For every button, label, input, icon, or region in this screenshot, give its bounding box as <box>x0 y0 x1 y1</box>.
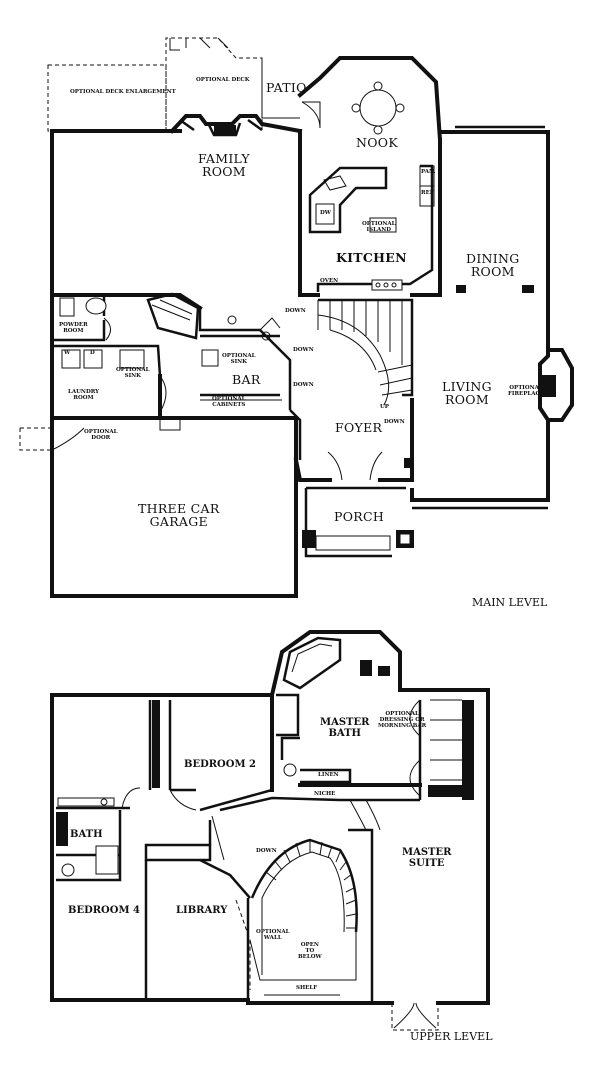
laundry-room-label: LAUNDRY ROOM <box>68 389 100 401</box>
three-car-garage-label: THREE CAR GARAGE <box>138 501 220 530</box>
upper-level-title: UPPER LEVEL <box>410 1030 493 1043</box>
bedroom-2-label: BEDROOM 2 <box>184 759 256 770</box>
tub-icon <box>282 636 342 690</box>
optional-fireplace-bump <box>538 348 574 422</box>
powder-sink-icon <box>85 297 107 315</box>
family-room-bay-wall <box>169 114 303 134</box>
nook-table-icon <box>359 89 397 127</box>
nook-label: NOOK <box>356 135 398 150</box>
open-to-below-label: OPEN TO BELOW <box>298 942 322 960</box>
main-stair-outline <box>318 298 414 397</box>
foyer-label: FOYER <box>335 420 383 435</box>
stair-down-label-1: DOWN <box>285 308 306 314</box>
toilet-icon <box>59 297 75 317</box>
oven-label: OVEN <box>320 278 339 284</box>
master-suite-east-wall <box>398 688 490 1002</box>
optional-fireplace-label: OPTIONAL FIREPLACE <box>508 385 545 397</box>
optional-door-outline <box>19 427 52 451</box>
upper-stair-down-label: DOWN <box>256 848 277 854</box>
optional-deck-enlargement-label: OPTIONAL DECK ENLARGEMENT <box>70 89 176 95</box>
optional-cabinets-label: OPTIONAL CABINETS <box>212 396 246 408</box>
dishwasher-icon <box>315 203 335 225</box>
porch-label: PORCH <box>334 509 385 524</box>
living-room-wall <box>410 418 550 502</box>
linen-closet <box>300 768 352 784</box>
dryer-label: D <box>90 350 95 356</box>
optional-dressing-label: OPTIONAL DRESSING OR MORNING BAR <box>378 711 427 729</box>
upper-stair-outline <box>250 838 358 933</box>
bar-optional-sink-label: OPTIONAL SINK <box>222 353 256 365</box>
balcony-outline <box>391 1003 439 1031</box>
bar-label: BAR <box>232 372 261 387</box>
dining-room-label: DINING ROOM <box>466 251 520 280</box>
bedroom-2-closet <box>152 700 160 788</box>
linen-label: LINEN <box>318 772 339 778</box>
main-level-title: MAIN LEVEL <box>472 596 548 609</box>
patio-label: PATIO <box>266 80 307 95</box>
powder-room-label: POWDER ROOM <box>59 322 88 334</box>
bath-toilet-icon <box>61 863 75 877</box>
master-toilet-icon <box>283 763 297 777</box>
bath-label: BATH <box>70 829 103 840</box>
living-room-label: LIVING ROOM <box>442 379 492 408</box>
bedroom-4-label: BEDROOM 4 <box>68 905 140 916</box>
refrigerator-label: REF. <box>421 190 436 196</box>
nook-bay-wall <box>297 56 443 143</box>
family-room-label: FAMILY ROOM <box>198 151 250 180</box>
master-suite-label: MASTER SUITE <box>402 847 452 869</box>
garage-wall <box>50 416 298 598</box>
optional-door-label: OPTIONAL DOOR <box>84 429 118 441</box>
optional-deck-label: OPTIONAL DECK <box>196 77 250 83</box>
optional-island-icon <box>369 217 397 233</box>
optional-deck-enlargement-outline <box>47 64 167 132</box>
library-label: LIBRARY <box>176 905 228 916</box>
washer-icon <box>61 349 81 369</box>
bar-sink-icon <box>201 349 219 367</box>
dishwasher-label: DW <box>320 210 331 216</box>
stair-up-label: UP <box>380 404 389 410</box>
dining-room-wall <box>438 130 550 352</box>
master-bath-bay-wall <box>269 630 402 698</box>
oven-icon <box>371 279 403 291</box>
laundry-sink-icon <box>119 349 145 369</box>
bath-tub-icon <box>95 845 119 875</box>
stair-down-label-4: DOWN <box>384 419 405 425</box>
optional-wall-label: OPTIONAL WALL <box>256 929 290 941</box>
laundry-optional-sink-label: OPTIONAL SINK <box>116 367 150 379</box>
stair-down-label-3: DOWN <box>293 382 314 388</box>
main-level-plan <box>19 37 574 598</box>
pantry-label: PAN. <box>421 169 436 175</box>
dryer-icon <box>83 349 103 369</box>
shelf-label: SHELF <box>296 985 318 991</box>
upper-level-plan <box>50 630 490 1031</box>
niche-label: NICHE <box>314 791 336 797</box>
porch-outline <box>304 486 406 558</box>
kitchen-label: KITCHEN <box>336 250 407 265</box>
stair-down-label-2: DOWN <box>293 347 314 353</box>
front-door-icon <box>327 451 383 481</box>
optional-island-label: OPTIONAL ISLAND <box>362 221 396 233</box>
washer-label: W <box>64 350 71 356</box>
kitchen-island-counter <box>308 166 388 234</box>
master-bath-label: MASTER BATH <box>320 717 370 739</box>
